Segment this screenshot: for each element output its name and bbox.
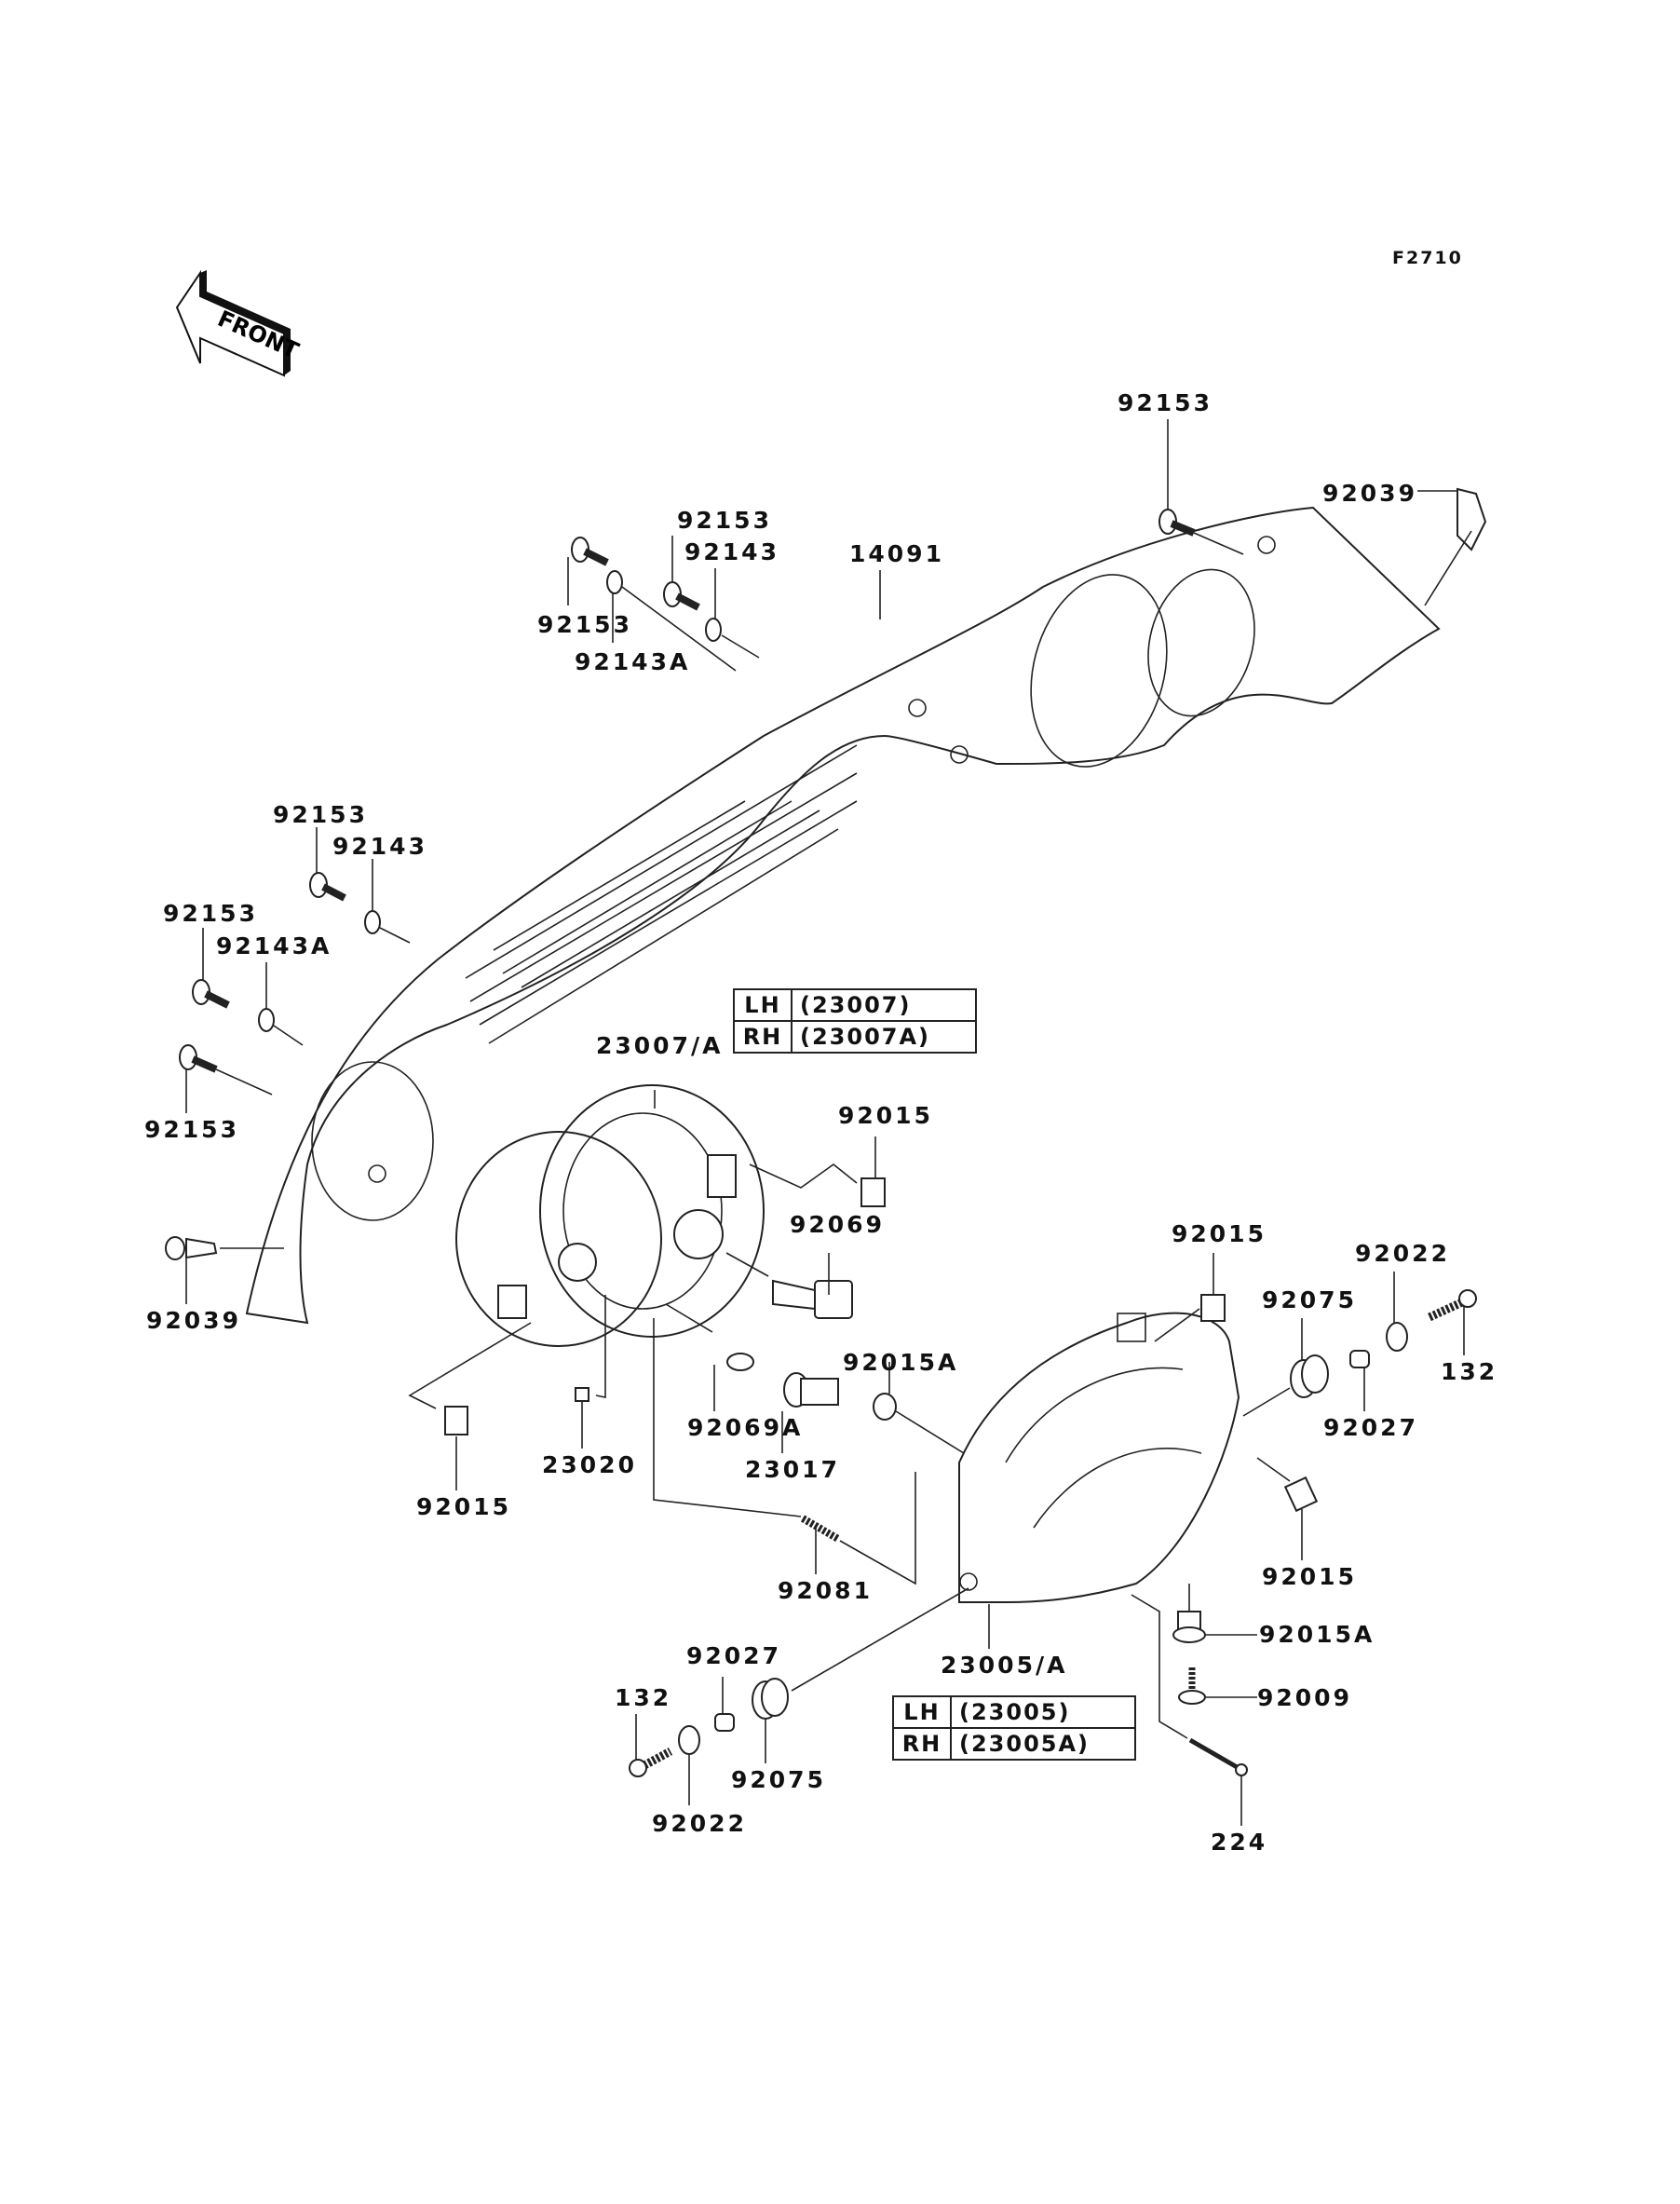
part-label-92075[interactable]: 92075 xyxy=(1262,1286,1357,1313)
code-cell[interactable]: (23005A) xyxy=(950,1727,1136,1761)
part-label-92143[interactable]: 92143 xyxy=(684,538,779,565)
washer-92022-b xyxy=(678,1725,700,1805)
nut-92143-a xyxy=(705,568,760,659)
part-label-92143A[interactable]: 92143A xyxy=(575,648,691,675)
lh-rh-table-23007: LH (23007) RH (23007A) xyxy=(733,988,977,1054)
spring-92081 xyxy=(653,1318,916,1585)
figure-id: F2710 xyxy=(1392,248,1463,268)
code-cell[interactable]: (23005) xyxy=(950,1695,1136,1729)
part-label-224[interactable]: 224 xyxy=(1211,1829,1268,1856)
part-label-92153[interactable]: 92153 xyxy=(537,611,632,638)
part-label-92153[interactable]: 92153 xyxy=(1118,389,1213,416)
part-label-92069[interactable]: 92069 xyxy=(790,1211,885,1238)
collar-92027-b xyxy=(714,1677,735,1732)
part-label-92027[interactable]: 92027 xyxy=(686,1642,781,1669)
clip-92015-b xyxy=(408,1322,532,1490)
screw-92153-top-right xyxy=(1158,419,1244,555)
part-label-23017[interactable]: 23017 xyxy=(745,1456,840,1483)
part-label-92039[interactable]: 92039 xyxy=(1322,480,1417,507)
screw-92153-b xyxy=(663,536,700,611)
washer-92022-a xyxy=(1386,1272,1408,1352)
grommet-92075-a xyxy=(1242,1318,1329,1417)
collar-92027-a xyxy=(1349,1350,1370,1411)
part-label-92015[interactable]: 92015 xyxy=(1172,1220,1267,1247)
clip-92039-bottom xyxy=(165,1236,284,1304)
part-label-23005A[interactable]: 23005/A xyxy=(941,1652,1068,1679)
nut-23020 xyxy=(575,1295,606,1449)
side-cell: RH xyxy=(892,1727,952,1761)
clip-92015-a xyxy=(749,1136,886,1207)
part-label-92022[interactable]: 92022 xyxy=(1355,1240,1450,1267)
part-label-92081[interactable]: 92081 xyxy=(778,1577,873,1604)
screw-92153-c xyxy=(309,827,346,902)
screw-92153-e xyxy=(179,1044,273,1113)
grommet-92075-b xyxy=(752,1587,969,1763)
part-label-92015[interactable]: 92015 xyxy=(416,1493,511,1520)
bolt-132-a xyxy=(1428,1289,1477,1355)
nut-92143A-b xyxy=(258,962,304,1046)
part-label-92015A[interactable]: 92015A xyxy=(1259,1621,1375,1648)
collar-92015A-b xyxy=(1172,1584,1257,1643)
table-row: RH (23007A) xyxy=(733,1020,977,1054)
part-label-92027[interactable]: 92027 xyxy=(1323,1414,1418,1441)
bolt-132-b xyxy=(629,1714,673,1777)
part-label-14091[interactable]: 14091 xyxy=(849,540,944,567)
part-label-23007A[interactable]: 23007/A xyxy=(596,1032,724,1059)
part-label-92009[interactable]: 92009 xyxy=(1257,1684,1352,1711)
bulb-92069 xyxy=(725,1252,853,1319)
collar-92015A-a xyxy=(873,1362,965,1454)
bolt-224 xyxy=(1131,1594,1248,1826)
socket-23017 xyxy=(781,1372,839,1453)
side-cell: LH xyxy=(733,988,793,1022)
table-row: LH (23007) xyxy=(733,988,977,1022)
nut-92143-b xyxy=(364,859,411,944)
part-label-92153[interactable]: 92153 xyxy=(273,801,368,828)
front-direction-arrow-icon: FRONT xyxy=(175,269,303,377)
part-label-92075[interactable]: 92075 xyxy=(731,1766,826,1793)
clip-92015-d xyxy=(1256,1457,1319,1560)
part-label-92069A[interactable]: 92069A xyxy=(687,1414,804,1441)
bulb-92069A xyxy=(665,1303,754,1411)
code-cell[interactable]: (23007A) xyxy=(791,1020,977,1054)
headlight-housing xyxy=(958,1312,1240,1649)
table-row: RH (23005A) xyxy=(892,1727,1136,1761)
part-label-132[interactable]: 132 xyxy=(1441,1358,1498,1385)
clip-92039-top xyxy=(1417,487,1487,606)
side-cell: LH xyxy=(892,1695,952,1729)
part-label-92015[interactable]: 92015 xyxy=(1262,1563,1357,1590)
clip-92015-c xyxy=(1154,1253,1226,1342)
screw-92009 xyxy=(1178,1667,1257,1705)
part-label-132[interactable]: 132 xyxy=(615,1684,672,1711)
part-label-92015A[interactable]: 92015A xyxy=(843,1349,959,1376)
part-label-23020[interactable]: 23020 xyxy=(542,1451,637,1478)
headlight-unit xyxy=(455,1084,765,1347)
lh-rh-table-23005: LH (23005) RH (23005A) xyxy=(892,1695,1136,1761)
part-label-92143A[interactable]: 92143A xyxy=(216,932,332,959)
part-label-92153[interactable]: 92153 xyxy=(163,900,258,927)
part-label-92153[interactable]: 92153 xyxy=(677,507,772,534)
part-label-92143[interactable]: 92143 xyxy=(332,833,427,860)
part-label-92015[interactable]: 92015 xyxy=(838,1102,933,1129)
screw-92153-a xyxy=(567,537,609,605)
headlight-cover xyxy=(245,506,1441,1325)
part-label-92022[interactable]: 92022 xyxy=(652,1810,747,1837)
nut-92143A-a xyxy=(606,570,737,672)
side-cell: RH xyxy=(733,1020,793,1054)
table-row: LH (23005) xyxy=(892,1695,1136,1729)
screw-92153-d xyxy=(192,928,230,1009)
part-label-92153[interactable]: 92153 xyxy=(144,1116,239,1143)
code-cell[interactable]: (23007) xyxy=(791,988,977,1022)
part-label-92039[interactable]: 92039 xyxy=(146,1307,241,1334)
